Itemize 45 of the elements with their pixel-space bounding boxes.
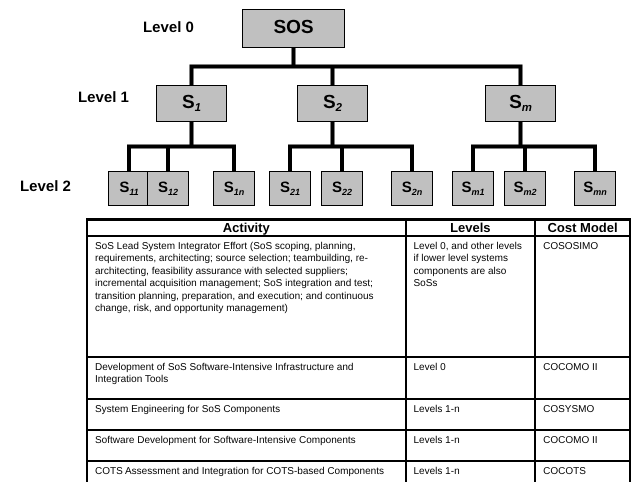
table-cell: Level 0, and other levels if lower level systems components are also SoSs xyxy=(406,236,536,356)
table-cell: Levels 1-n xyxy=(406,430,536,460)
table-cell: COSOSIMO xyxy=(535,236,630,356)
tree-box xyxy=(156,85,227,122)
node-label: S$_{21}$ xyxy=(280,178,300,198)
header-cell: Activity xyxy=(87,220,406,236)
node-label: S$_{m1}$ xyxy=(461,178,485,198)
node-label: S$_{1n}$ xyxy=(224,178,244,198)
tree-box xyxy=(297,85,368,122)
node-label: S$_{m}$ xyxy=(509,91,532,116)
tree-box xyxy=(242,9,345,48)
node-label: S$_{12}$ xyxy=(158,178,178,198)
node-label: S$_{22}$ xyxy=(332,178,352,198)
table-cell: System Engineering for SoS Components xyxy=(87,398,406,430)
node-label: S$_{2}$ xyxy=(322,91,342,116)
level-label: Level 0 xyxy=(143,18,194,38)
tree-box xyxy=(574,171,616,206)
node-label: S$_{11}$ xyxy=(119,178,139,198)
header-cell: Cost Model xyxy=(535,220,630,236)
level-label: Level 1 xyxy=(78,88,129,108)
table-cell: COCOMO II xyxy=(535,356,630,398)
tree-box xyxy=(391,171,433,206)
tree-box xyxy=(504,171,546,206)
table-cell: COSYSMO xyxy=(535,398,630,430)
node-label: S$_{1}$ xyxy=(182,91,202,116)
tree-box xyxy=(108,171,150,206)
node-label: S$_{2n}$ xyxy=(402,178,422,198)
table-cell: Level 0 xyxy=(406,356,536,398)
header-cell: Levels xyxy=(406,220,536,236)
tree-box xyxy=(485,85,556,122)
table-cell: SoS Lead System Integrator Effort (SoS scoping, planning, requirements, architecting; source selection; teambuilding, re-architecting, feasibility assurance with selected suppliers; incremental acquisition management; SoS integration and test; transition planning, preparation, and execution; and continuous change, risk, and opportunity management) xyxy=(87,236,406,356)
node-label: SOS xyxy=(273,16,314,40)
table-cell: Levels 1-n xyxy=(406,398,536,430)
tree-box xyxy=(147,171,189,206)
tree-box xyxy=(452,171,494,206)
node-label: S$_{m2}$ xyxy=(513,178,537,198)
tree-box xyxy=(213,171,255,206)
tree-box xyxy=(321,171,363,206)
table-cell: COCOMO II xyxy=(535,430,630,460)
node-label: S$_{mn}$ xyxy=(583,178,607,198)
table-cell: Software Development for Software-Intensive Components xyxy=(87,430,406,460)
level-label: Level 2 xyxy=(20,177,71,197)
tree-box xyxy=(269,171,311,206)
table-cell: COTS Assessment and Integration for COTS-based Components xyxy=(87,460,406,482)
table-cell: Development of SoS Software-Intensive Infrastructure and Integration Tools xyxy=(87,356,406,398)
